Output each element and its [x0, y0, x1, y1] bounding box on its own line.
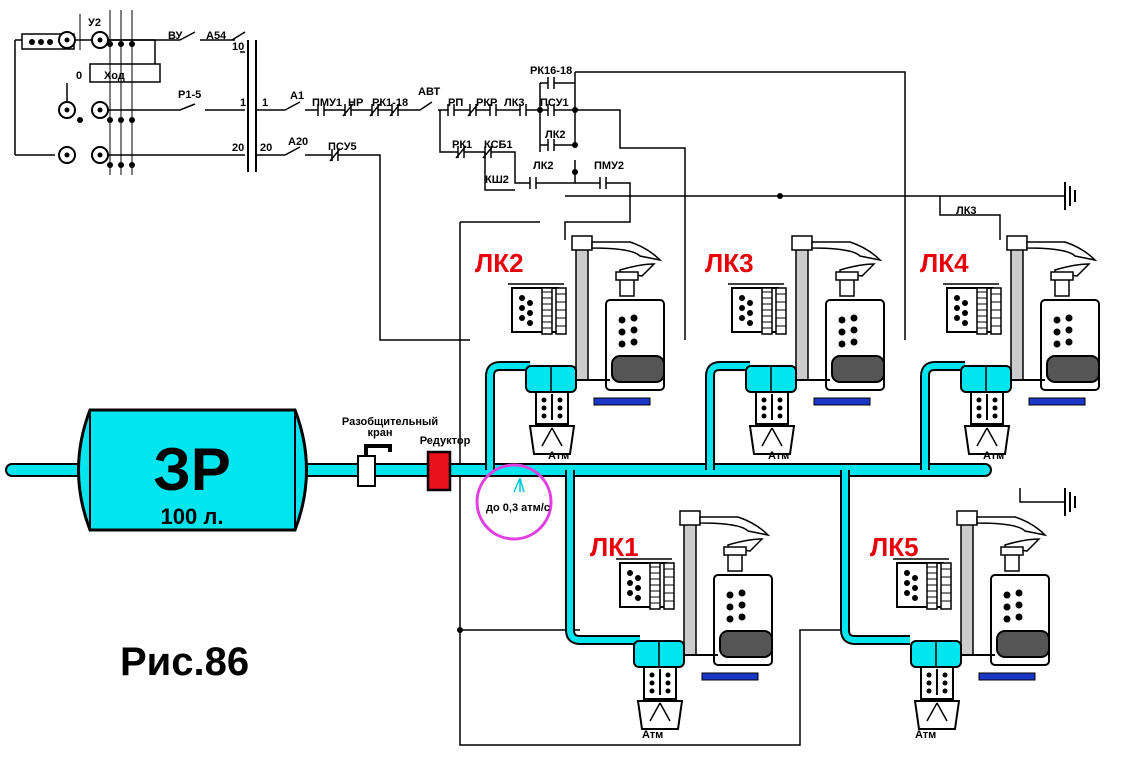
contactor-lk5-label: ЛК5	[870, 532, 919, 562]
label-lk3: ЛК3	[504, 97, 525, 109]
label-w1a: 1	[240, 97, 246, 109]
contactor-lk4-label: ЛК4	[920, 248, 969, 278]
label-psu1: ПСУ1	[540, 97, 569, 109]
label-lk2a: ЛК2	[545, 129, 566, 141]
contactor-lk3-label: ЛК3	[705, 248, 754, 278]
label-w20b: 20	[260, 142, 272, 154]
controller-labels: У2 0 Ход ВУ А54 10 Р1-5 1 1 20 20	[76, 17, 272, 154]
label-a54: А54	[206, 30, 227, 42]
contactor-lk1-label: ЛК1	[590, 532, 639, 562]
label-pos0: 0	[76, 70, 82, 82]
ground-icon	[1064, 182, 1076, 516]
label-a20: А20	[288, 136, 308, 148]
controller-drum	[14, 10, 257, 175]
label-rkr: РКР	[476, 97, 497, 109]
reservoir-volume: 100 л.	[161, 504, 224, 529]
label-w20a: 20	[232, 142, 244, 154]
reducer-label: Редуктор	[420, 435, 471, 447]
label-pmu1: ПМУ1	[312, 97, 342, 109]
label-rk1: РК1	[452, 139, 472, 151]
label-lk2b: ЛК2	[533, 160, 554, 172]
main-reservoir: ЗР 100 л.	[77, 408, 308, 532]
label-u2: У2	[88, 17, 101, 29]
junction-dots	[457, 107, 783, 633]
label-r15: Р1-5	[178, 89, 201, 101]
atm-label: Атм	[642, 729, 663, 741]
reservoir-name: ЗР	[153, 436, 231, 503]
contactor-lk5: ЛК5 Атм	[870, 510, 1050, 741]
atm-label: Атм	[548, 450, 569, 462]
label-vu: ВУ	[168, 30, 183, 42]
label-ksb1: КСБ1	[484, 139, 513, 151]
label-avt: АВТ	[418, 86, 440, 98]
atm-label: Атм	[915, 729, 936, 741]
label-w10: 10	[232, 41, 244, 53]
valve-label-2: кран	[368, 427, 393, 439]
pressure-reducer: Редуктор	[420, 435, 471, 492]
label-rk1618: РК16-18	[530, 65, 572, 77]
atm-label: Атм	[983, 450, 1004, 462]
label-w1b: 1	[262, 97, 268, 109]
contactor-lk2: ЛК2 Атм	[475, 235, 665, 462]
label-rk118: РК1-18	[372, 97, 408, 109]
valve-label-1: Разобщительный	[342, 416, 438, 428]
label-pmu2: ПМУ2	[594, 160, 624, 172]
atm-label: Атм	[768, 450, 789, 462]
leak-marker: до 0,3 атм/с	[475, 463, 553, 541]
contactor-lk4: ЛК4 Атм	[920, 235, 1100, 462]
label-rp: РП	[448, 97, 463, 109]
contactor-lk2-label: ЛК2	[475, 248, 524, 278]
label-a1: А1	[290, 90, 304, 102]
label-hod: Ход	[104, 70, 125, 82]
isolating-valve: Разобщительный кран	[342, 416, 438, 487]
figure-caption: Рис.86	[120, 640, 249, 684]
label-nr: НР	[348, 97, 363, 109]
control-circuit	[256, 71, 1065, 746]
contactor-lk3: ЛК3 Атм	[705, 235, 885, 462]
label-psu5: ПСУ5	[328, 141, 357, 153]
label-lk3b: ЛК3	[956, 205, 977, 217]
circuit-labels: А1 ПМУ1 НР РК1-18 АВТ РП РКР ЛК3 ПСУ1 РК…	[288, 65, 977, 217]
leak-label: до 0,3 атм/с	[486, 502, 550, 514]
contactor-lk1: ЛК1 Атм	[590, 510, 773, 741]
label-ksh2: КШ2	[485, 174, 509, 186]
